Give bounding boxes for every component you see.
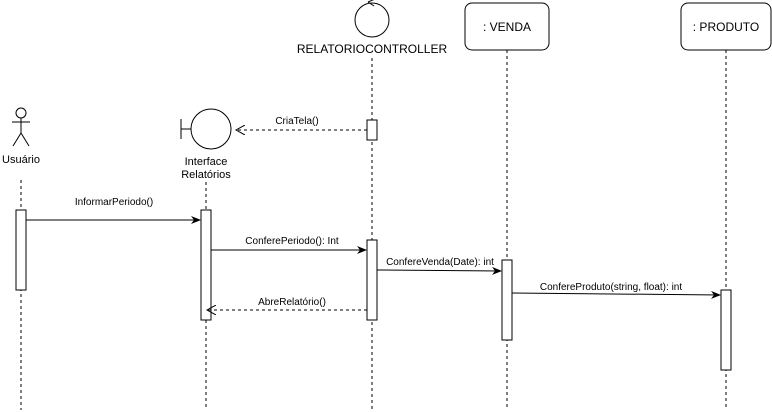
actor-head-icon: [15, 107, 27, 119]
object-produto-label: : PRODUTO: [693, 20, 759, 34]
activation-produto: [720, 289, 732, 371]
object-venda-box[interactable]: [464, 2, 550, 51]
message-criatela-label: CriaTela(): [275, 116, 318, 127]
object-produto-box[interactable]: [680, 2, 772, 51]
message-conferevenda-label: ConfereVenda(Date): int: [386, 257, 494, 268]
activation-venda: [501, 259, 513, 341]
message-conferevenda-arrow: [376, 266, 502, 275]
message-ححconfereproduto-arrow: [511, 290, 721, 299]
boundary-interface-relatorios[interactable]: [180, 108, 232, 150]
control-icon: [354, 2, 390, 38]
message-confereperiodo-label: ConferePeriodo(): Int: [245, 236, 339, 247]
actor-usuario[interactable]: [12, 107, 30, 147]
message-abrerelatorio-label: AbreRelatório(): [258, 297, 326, 308]
boundary-label-line1: Interface: [185, 156, 228, 168]
control-label: RELATORIOCONTROLLER: [297, 42, 448, 56]
activation-interface: [200, 209, 212, 321]
activations: [15, 119, 732, 371]
boundary-label-line2: Relatórios: [181, 169, 231, 181]
boundary-icon: [190, 108, 232, 150]
message-confereproduto-label: ConfereProduto(string, float): int: [540, 282, 683, 293]
activation-usuario: [15, 209, 27, 291]
object-venda-label: : VENDA: [483, 20, 531, 34]
activation-controller: [366, 239, 378, 321]
activation-controller-top: [366, 119, 378, 141]
message-informarperiodo-label: InformarPeriodo(): [75, 197, 153, 208]
control-relatoriocontroller[interactable]: [354, 0, 390, 38]
actor-label: Usuário: [2, 154, 40, 166]
lifelines: [20, 50, 727, 410]
